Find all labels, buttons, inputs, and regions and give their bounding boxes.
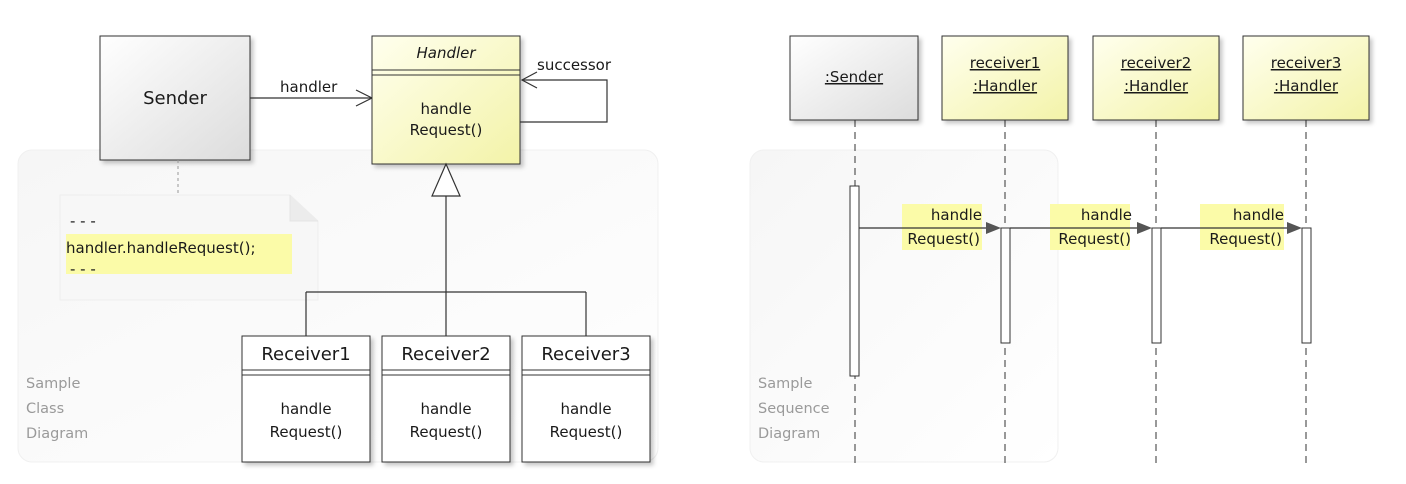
receiver3-operation-line2: Request() <box>550 423 623 441</box>
message-1-highlight <box>902 204 982 250</box>
message-1: handle Request() <box>859 204 1001 250</box>
sequence-diagram: :Sender receiver1 :Handler receiver2 :Ha… <box>749 35 1370 466</box>
participant-receiver2-line1: receiver2 <box>1121 54 1192 72</box>
receiver1-operation-line1: handle <box>280 400 331 418</box>
receiver3-class: Receiver3 handle Request() <box>521 335 651 463</box>
receiver2-class: Receiver2 handle Request() <box>381 335 511 463</box>
handler-association: handler <box>250 78 374 107</box>
participant-receiver1-line1: receiver1 <box>970 54 1041 72</box>
message-2-line1: handle <box>1081 206 1132 224</box>
handler-class-name: Handler <box>416 44 476 62</box>
message-3: handle Request() <box>1161 204 1302 250</box>
receiver2-operation-line2: Request() <box>410 423 483 441</box>
message-1-line2: Request() <box>907 230 980 248</box>
class-diagram: Sender handler Handler handle Request() … <box>17 35 659 463</box>
participant-receiver2: receiver2 :Handler <box>1092 35 1220 121</box>
receiver2-name: Receiver2 <box>401 344 490 365</box>
handler-operation-line1: handle <box>420 100 471 118</box>
participant-receiver3-line2: :Handler <box>1274 77 1339 95</box>
sender-class-name: Sender <box>143 88 207 109</box>
message-2-line2: Request() <box>1058 230 1131 248</box>
participant-receiver1: receiver1 :Handler <box>941 35 1069 121</box>
participant-receiver3-line1: receiver3 <box>1271 54 1342 72</box>
sequence-diagram-caption-line1: Sample <box>758 376 812 392</box>
receiver3-activation <box>1301 227 1312 344</box>
receiver3-name: Receiver3 <box>541 344 630 365</box>
message-3-highlight <box>1200 204 1284 250</box>
note-dots-top: - - - <box>70 212 96 230</box>
successor-association: successor <box>520 56 612 123</box>
message-3-line1: handle <box>1233 206 1284 224</box>
sequence-diagram-caption-line2: Sequence <box>758 401 830 417</box>
message-2: handle Request() <box>1010 204 1152 250</box>
class-diagram-caption-line2: Class <box>26 401 64 417</box>
message-3-line2: Request() <box>1209 230 1282 248</box>
handler-class: Handler handle Request() <box>371 35 521 165</box>
message-1-line1: handle <box>931 206 982 224</box>
receiver1-operation-line2: Request() <box>270 423 343 441</box>
message-2-highlight <box>1050 204 1130 250</box>
note-code: handler.handleRequest(); <box>66 239 256 257</box>
sender-activation <box>849 185 860 377</box>
participant-sender-label: :Sender <box>825 68 884 86</box>
participant-sender: :Sender <box>789 35 919 121</box>
successor-label: successor <box>537 56 612 74</box>
class-diagram-caption-line1: Sample <box>26 376 80 392</box>
handler-operation-line2: Request() <box>410 121 483 139</box>
receiver1-class: Receiver1 handle Request() <box>241 335 371 463</box>
receiver2-operation-line1: handle <box>420 400 471 418</box>
receiver1-activation <box>1000 227 1011 344</box>
participant-receiver1-line2: :Handler <box>973 77 1038 95</box>
association-label: handler <box>280 78 338 96</box>
note-dots-bottom: - - - <box>70 260 96 278</box>
sender-class: Sender <box>99 35 251 161</box>
code-note: - - - handler.handleRequest(); - - - <box>59 194 319 301</box>
receiver2-activation <box>1151 227 1162 344</box>
participant-receiver3: receiver3 :Handler <box>1242 35 1370 121</box>
receiver3-operation-line1: handle <box>560 400 611 418</box>
participant-receiver2-line2: :Handler <box>1124 77 1189 95</box>
class-diagram-caption-line3: Diagram <box>26 426 88 442</box>
code-highlight <box>66 234 292 274</box>
sequence-diagram-caption-line3: Diagram <box>758 426 820 442</box>
generalization <box>305 162 587 336</box>
receiver1-name: Receiver1 <box>261 344 350 365</box>
